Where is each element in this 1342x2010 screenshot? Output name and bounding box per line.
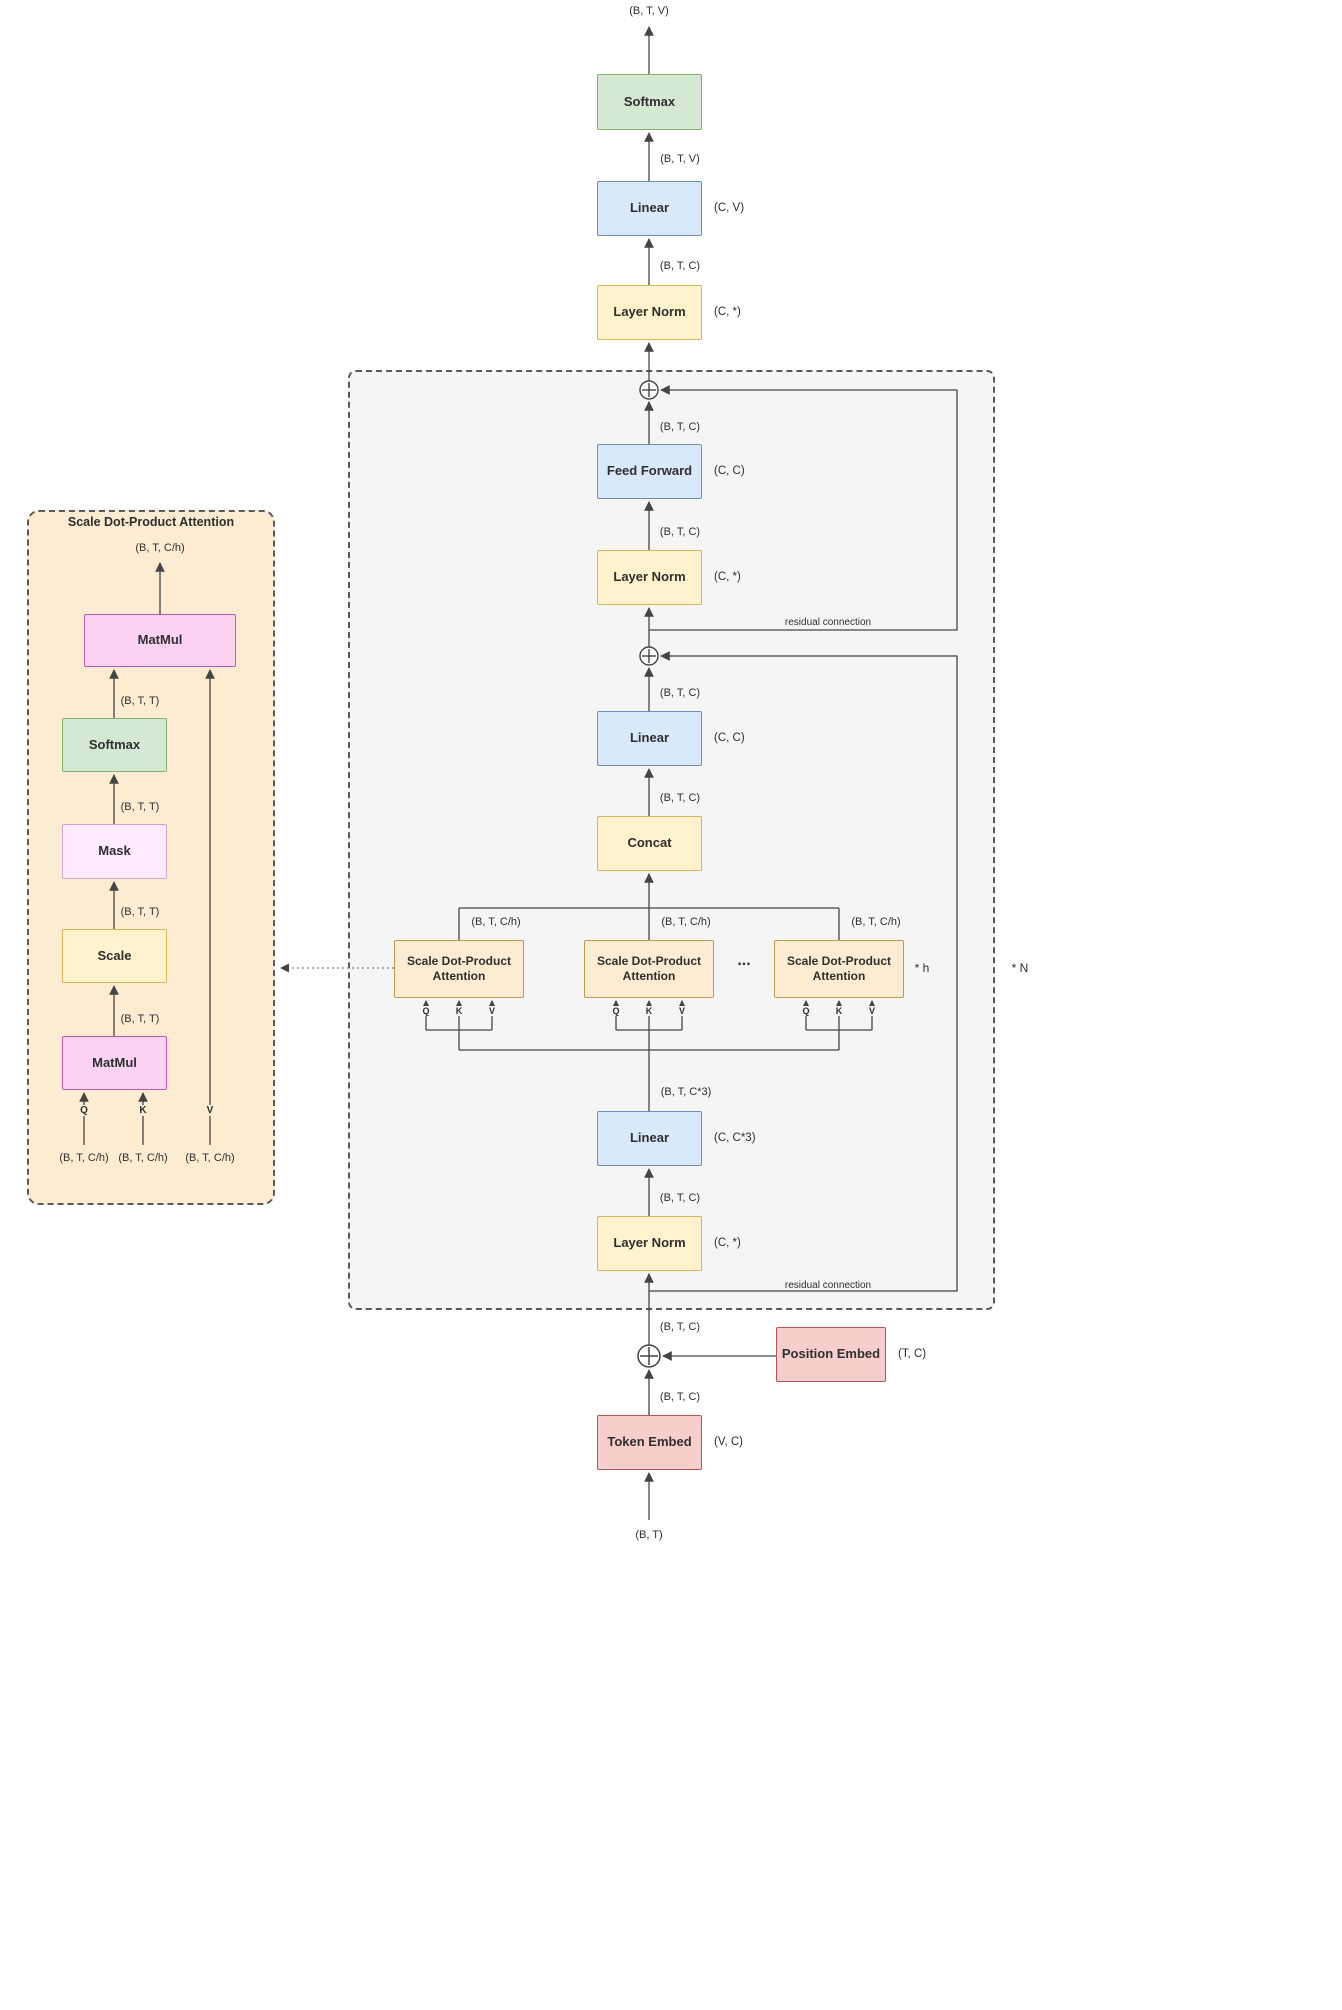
side-shape-label: (C, C) (714, 732, 745, 744)
attention-head-2-node: Scale Dot-Product Attention (584, 940, 714, 998)
shape-label: (B, T, C/h) (118, 1152, 168, 1164)
shape-label: (B, T, C) (659, 792, 701, 804)
linear-qkv-node: Linear (597, 1111, 702, 1166)
shape-label: (B, T, T) (120, 695, 160, 707)
node-label: Layer Norm (613, 1235, 686, 1251)
node-label: Position Embed (781, 1346, 881, 1362)
shape-label: (B, T, C/h) (661, 916, 711, 928)
linear-output-node: Linear (597, 181, 702, 236)
shape-label: (B, T, C/h) (59, 1152, 109, 1164)
shape-label: (B, T, T) (120, 906, 160, 918)
attention-detail-title: Scale Dot-Product Attention (67, 515, 235, 529)
node-label: Layer Norm (613, 569, 686, 585)
shape-label: (B, T, C) (659, 687, 701, 699)
node-label: Token Embed (607, 1434, 692, 1450)
shape-label: (B, T, T) (120, 801, 160, 813)
node-label: Concat (627, 835, 672, 851)
residual-label: residual connection (784, 617, 872, 628)
shape-label: (B, T) (635, 1529, 663, 1541)
k-label: K (643, 1006, 655, 1016)
q-label: Q (420, 1006, 432, 1016)
node-label: MatMul (92, 1054, 137, 1070)
node-label: Softmax (623, 93, 676, 109)
side-shape-label: (V, C) (714, 1436, 743, 1448)
layernorm-ff-node: Layer Norm (597, 550, 702, 605)
detail-scale-node: Scale (62, 929, 167, 983)
q-label: Q (610, 1006, 622, 1016)
side-shape-label: (C, C) (714, 465, 745, 477)
attention-head-3-node: Scale Dot-Product Attention (774, 940, 904, 998)
layernorm-attn-node: Layer Norm (597, 1216, 702, 1271)
node-label: Layer Norm (613, 304, 686, 320)
side-shape-label: (T, C) (898, 1348, 927, 1360)
node-label: Mask (98, 843, 131, 859)
position-embed-node: Position Embed (776, 1327, 886, 1382)
shape-label: (B, T, C/h) (135, 542, 185, 554)
shape-label: (B, T, C) (659, 421, 701, 433)
node-label: Linear (629, 1130, 669, 1146)
side-shape-label: (C, *) (714, 1237, 741, 1249)
node-label: Linear (629, 730, 669, 746)
side-shape-label: (C, *) (714, 306, 741, 318)
detail-matmul-top-node: MatMul (84, 614, 236, 667)
node-label: Softmax (88, 736, 141, 752)
plus-circle-icon (637, 1344, 661, 1368)
shape-label: (B, T, C/h) (851, 916, 901, 928)
k-label: K (137, 1105, 149, 1116)
shape-label: (B, T, C) (659, 526, 701, 538)
shape-label: (B, T, C) (659, 1321, 701, 1333)
q-label: Q (800, 1006, 812, 1016)
side-shape-label: (C, V) (714, 202, 745, 214)
layernorm-output-node: Layer Norm (597, 285, 702, 340)
node-label: Scale Dot-Product Attention (786, 954, 891, 983)
shape-label: (B, T, T) (120, 1013, 160, 1025)
node-label: Scale Dot-Product Attention (596, 954, 701, 983)
node-label: MatMul (137, 632, 183, 648)
shape-label: (B, T, C/h) (185, 1152, 235, 1164)
k-label: K (453, 1006, 465, 1016)
ellipsis-label: ... (737, 952, 751, 969)
node-label: Scale Dot-Product Attention (406, 954, 511, 983)
concat-node: Concat (597, 816, 702, 871)
shape-label: (B, T, C) (659, 1192, 701, 1204)
softmax-node: Softmax (597, 74, 702, 130)
shape-label: (B, T, C) (659, 1391, 701, 1403)
detail-matmul-bottom-node: MatMul (62, 1036, 167, 1090)
q-label: Q (78, 1105, 90, 1116)
side-shape-label: (C, C*3) (714, 1132, 756, 1144)
v-label: V (866, 1006, 878, 1016)
k-label: K (833, 1006, 845, 1016)
node-label: Scale (97, 947, 132, 963)
residual-label: residual connection (784, 1280, 872, 1291)
times-n-label: * N (1011, 961, 1029, 975)
v-label: V (676, 1006, 688, 1016)
detail-mask-node: Mask (62, 824, 167, 879)
node-label: Feed Forward (606, 463, 693, 479)
linear-proj-node: Linear (597, 711, 702, 766)
node-label: Linear (629, 200, 669, 216)
shape-label: (B, T, C/h) (471, 916, 521, 928)
times-h-label: * h (914, 961, 930, 975)
shape-label: (B, T, C) (659, 260, 701, 272)
side-shape-label: (C, *) (714, 571, 741, 583)
v-label: V (204, 1105, 216, 1116)
v-label: V (486, 1006, 498, 1016)
shape-label: (B, T, V) (660, 153, 700, 165)
shape-label: (B, T, V) (629, 5, 669, 17)
feedforward-node: Feed Forward (597, 444, 702, 499)
attention-head-1-node: Scale Dot-Product Attention (394, 940, 524, 998)
shape-label: (B, T, C*3) (660, 1086, 712, 1098)
detail-softmax-node: Softmax (62, 718, 167, 772)
token-embed-node: Token Embed (597, 1415, 702, 1470)
